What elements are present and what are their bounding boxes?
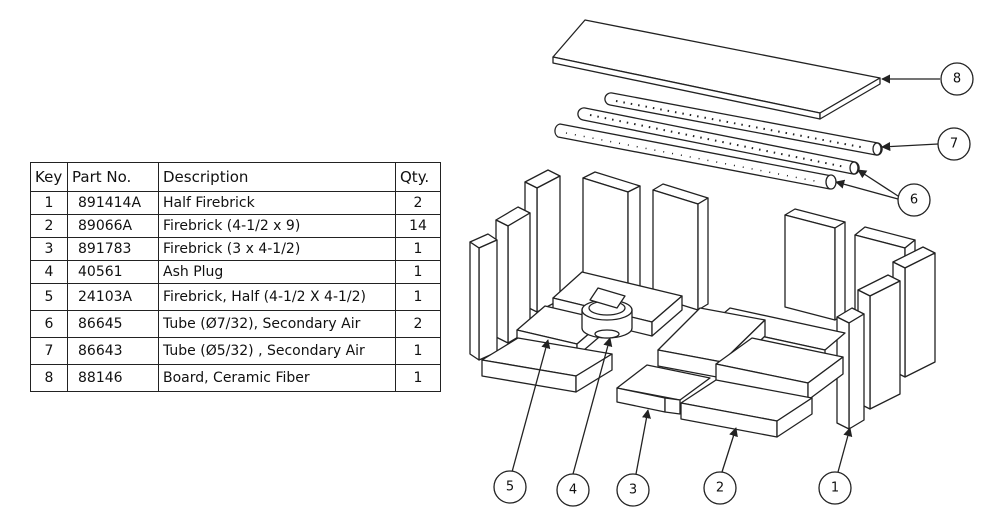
firebrick-floor-right-front: [715, 337, 844, 401]
header-qty: Qty.: [395, 162, 441, 192]
cell-description: Firebrick (3 x 4-1/2): [158, 237, 396, 261]
header-key: Key: [30, 162, 68, 192]
cell-part-no: 86645: [67, 310, 159, 338]
cell-qty: 2: [395, 191, 441, 215]
table-row: 8 88146 Board, Ceramic Fiber 1: [30, 364, 441, 392]
cell-key: 5: [30, 283, 68, 311]
cell-qty: 1: [395, 364, 441, 392]
callout-2: 2: [703, 471, 737, 505]
cell-key: 4: [30, 260, 68, 284]
cell-part-no: 891783: [67, 237, 159, 261]
cell-description: Tube (Ø5/32) , Secondary Air: [158, 337, 396, 365]
table-row: 3 891783 Firebrick (3 x 4-1/2) 1: [30, 237, 441, 261]
half-firebrick-left: [469, 233, 498, 361]
callout-1: 1: [818, 471, 852, 505]
firebrick-3x4-half: [616, 364, 711, 415]
cell-description: Board, Ceramic Fiber: [158, 364, 396, 392]
svg-text:1: 1: [831, 481, 839, 496]
ash-plug: [581, 287, 633, 339]
svg-text:6: 6: [910, 193, 918, 208]
table-row: 1 891414A Half Firebrick 2: [30, 191, 441, 215]
table-row: 5 24103A Firebrick, Half (4-1/2 X 4-1/2)…: [30, 283, 441, 311]
svg-text:5: 5: [506, 480, 514, 495]
half-firebrick-right: [836, 307, 865, 430]
firebrick-4x9: [680, 379, 813, 438]
firebrick-back-center: [652, 183, 709, 311]
cell-qty: 1: [395, 237, 441, 261]
cell-description: Firebrick, Half (4-1/2 X 4-1/2): [158, 283, 396, 311]
cell-qty: 1: [395, 283, 441, 311]
firebrick-left-side-middle: [495, 206, 531, 344]
secondary-air-tube-upper: [604, 92, 883, 156]
cell-qty: 1: [395, 260, 441, 284]
cell-qty: 14: [395, 214, 441, 238]
svg-text:3: 3: [629, 483, 637, 498]
table-row: 2 89066A Firebrick (4-1/2 x 9) 14: [30, 214, 441, 238]
cell-description: Ash Plug: [158, 260, 396, 284]
leader-lines: [511, 74, 940, 475]
svg-text:4: 4: [569, 483, 577, 498]
callout-8: 8: [940, 62, 974, 96]
cell-key: 3: [30, 237, 68, 261]
secondary-air-tube-middle: [577, 107, 860, 175]
firebrick-back-left: [582, 171, 641, 307]
callout-6: 6: [897, 183, 931, 217]
cell-part-no: 88146: [67, 364, 159, 392]
callout-3: 3: [616, 473, 650, 507]
table-row: 7 86643 Tube (Ø5/32) , Secondary Air 1: [30, 337, 441, 365]
secondary-air-tubes: [554, 92, 883, 190]
ceramic-fiber-board: [552, 19, 881, 120]
cell-part-no: 86643: [67, 337, 159, 365]
svg-text:2: 2: [716, 481, 724, 496]
svg-text:8: 8: [953, 72, 961, 87]
table-header-row: Key Part No. Description Qty.: [30, 162, 441, 192]
firebrick-back-right: [784, 208, 846, 321]
cell-part-no: 24103A: [67, 283, 159, 311]
svg-text:7: 7: [950, 137, 958, 152]
cell-description: Firebrick (4-1/2 x 9): [158, 214, 396, 238]
cell-key: 8: [30, 364, 68, 392]
callout-5: 5: [493, 470, 527, 504]
parts-table: Key Part No. Description Qty. 1 891414A …: [30, 162, 441, 392]
callout-4: 4: [556, 473, 590, 507]
callout-7: 7: [937, 127, 971, 161]
cell-description: Half Firebrick: [158, 191, 396, 215]
header-part-no: Part No.: [67, 162, 159, 192]
